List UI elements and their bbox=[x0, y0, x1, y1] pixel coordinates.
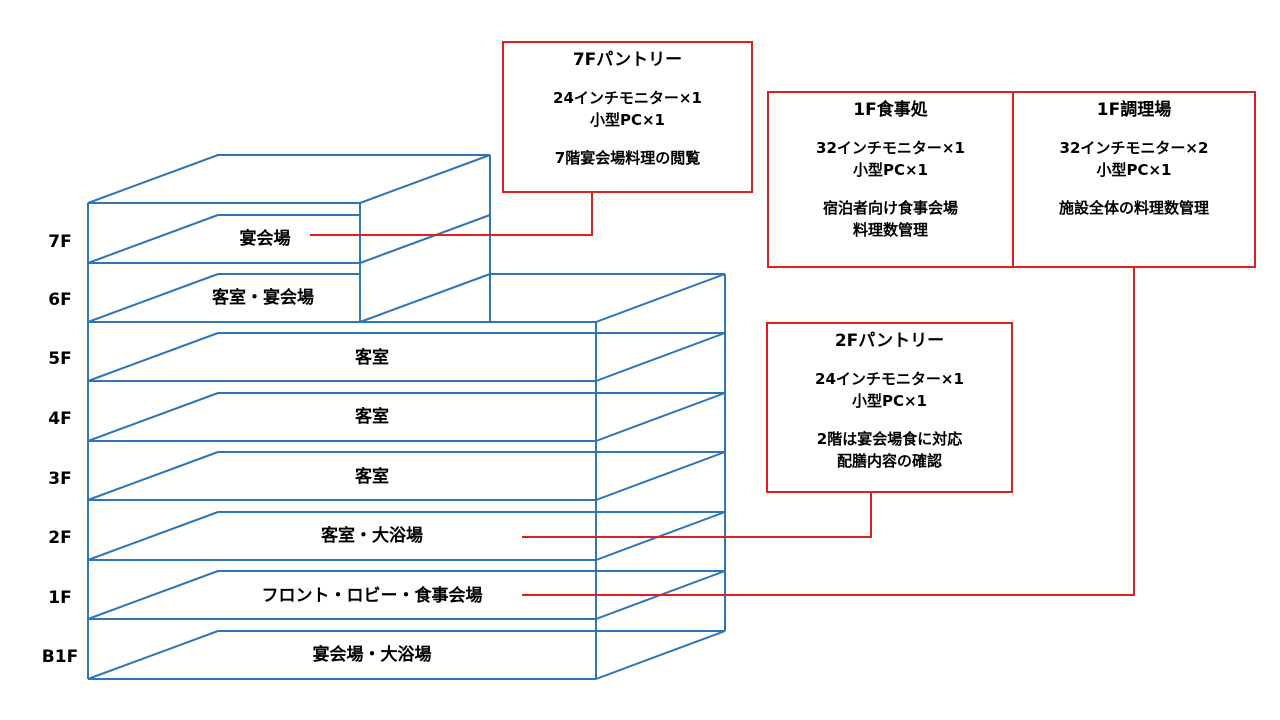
callout-line: 小型PC×1 bbox=[1096, 161, 1172, 179]
callout-line: 小型PC×1 bbox=[589, 111, 665, 129]
room-label-6f: 客室・宴会場 bbox=[211, 287, 314, 308]
floor-label-3f: 3F bbox=[48, 469, 71, 489]
lower-block-top-right bbox=[595, 273, 726, 323]
floor-label-6f: 6F bbox=[48, 290, 71, 310]
upper-block-top bbox=[87, 154, 491, 204]
callout-note: 施設全体の料理数管理 bbox=[1058, 199, 1209, 217]
floor-label-5f: 5F bbox=[48, 349, 71, 369]
connector-lines bbox=[310, 192, 1135, 596]
callout-title: 1F食事処 bbox=[853, 100, 928, 120]
callout-note: 宿泊者向け食事会場 bbox=[822, 199, 958, 217]
callout-2f-pantry: 2Fパントリー 24インチモニター×1 小型PC×1 2階は宴会場食に対応 配膳… bbox=[766, 322, 1013, 493]
callout-1f-kitchen: 1F調理場 32インチモニター×2 小型PC×1 施設全体の料理数管理 bbox=[1012, 91, 1256, 268]
room-label-4f: 客室 bbox=[354, 406, 389, 427]
callout-line: 24インチモニター×1 bbox=[815, 370, 964, 388]
room-label-2f: 客室・大浴場 bbox=[320, 525, 423, 546]
callout-note: 7階宴会場料理の閲覧 bbox=[554, 149, 701, 167]
floor-labels: 7F 6F 5F 4F 3F 2F 1F B1F bbox=[42, 232, 78, 667]
callout-7f-pantry: 7Fパントリー 24インチモニター×1 小型PC×1 7階宴会場料理の閲覧 bbox=[502, 41, 753, 193]
callout-1f-dining: 1F食事処 32インチモニター×1 小型PC×1 宿泊者向け食事会場 料理数管理 bbox=[767, 91, 1014, 268]
callout-note: 2階は宴会場食に対応 bbox=[816, 430, 963, 448]
room-labels: 宴会場 客室・宴会場 客室 客室 客室 客室・大浴場 フロント・ロビー・食事会場… bbox=[211, 228, 483, 665]
room-label-5f: 客室 bbox=[354, 347, 389, 368]
callout-note: 配膳内容の確認 bbox=[836, 452, 942, 470]
connector-1f-kitchen bbox=[522, 267, 1135, 596]
room-label-7f: 宴会場 bbox=[240, 228, 291, 249]
connector-7f-pantry bbox=[310, 192, 593, 236]
callout-line: 32インチモニター×1 bbox=[816, 139, 965, 157]
connector-2f-pantry bbox=[522, 492, 872, 538]
floor-label-b1f: B1F bbox=[42, 647, 78, 667]
room-label-1f: フロント・ロビー・食事会場 bbox=[262, 585, 483, 606]
callout-title: 2Fパントリー bbox=[834, 331, 945, 351]
room-label-b1f: 宴会場・大浴場 bbox=[313, 644, 432, 665]
callout-note: 料理数管理 bbox=[852, 221, 928, 239]
callout-line: 小型PC×1 bbox=[851, 392, 927, 410]
callout-line: 32インチモニター×2 bbox=[1059, 139, 1209, 157]
callout-line: 24インチモニター×1 bbox=[553, 89, 702, 107]
callout-line: 小型PC×1 bbox=[852, 161, 928, 179]
floor-label-7f: 7F bbox=[48, 232, 71, 252]
floor-label-2f: 2F bbox=[48, 528, 71, 548]
room-label-3f: 客室 bbox=[354, 466, 389, 487]
floor-label-4f: 4F bbox=[48, 409, 71, 429]
callout-title: 1F調理場 bbox=[1096, 100, 1172, 120]
building-outline bbox=[87, 154, 726, 680]
callout-title: 7Fパントリー bbox=[572, 50, 683, 70]
floor-label-1f: 1F bbox=[48, 588, 71, 608]
